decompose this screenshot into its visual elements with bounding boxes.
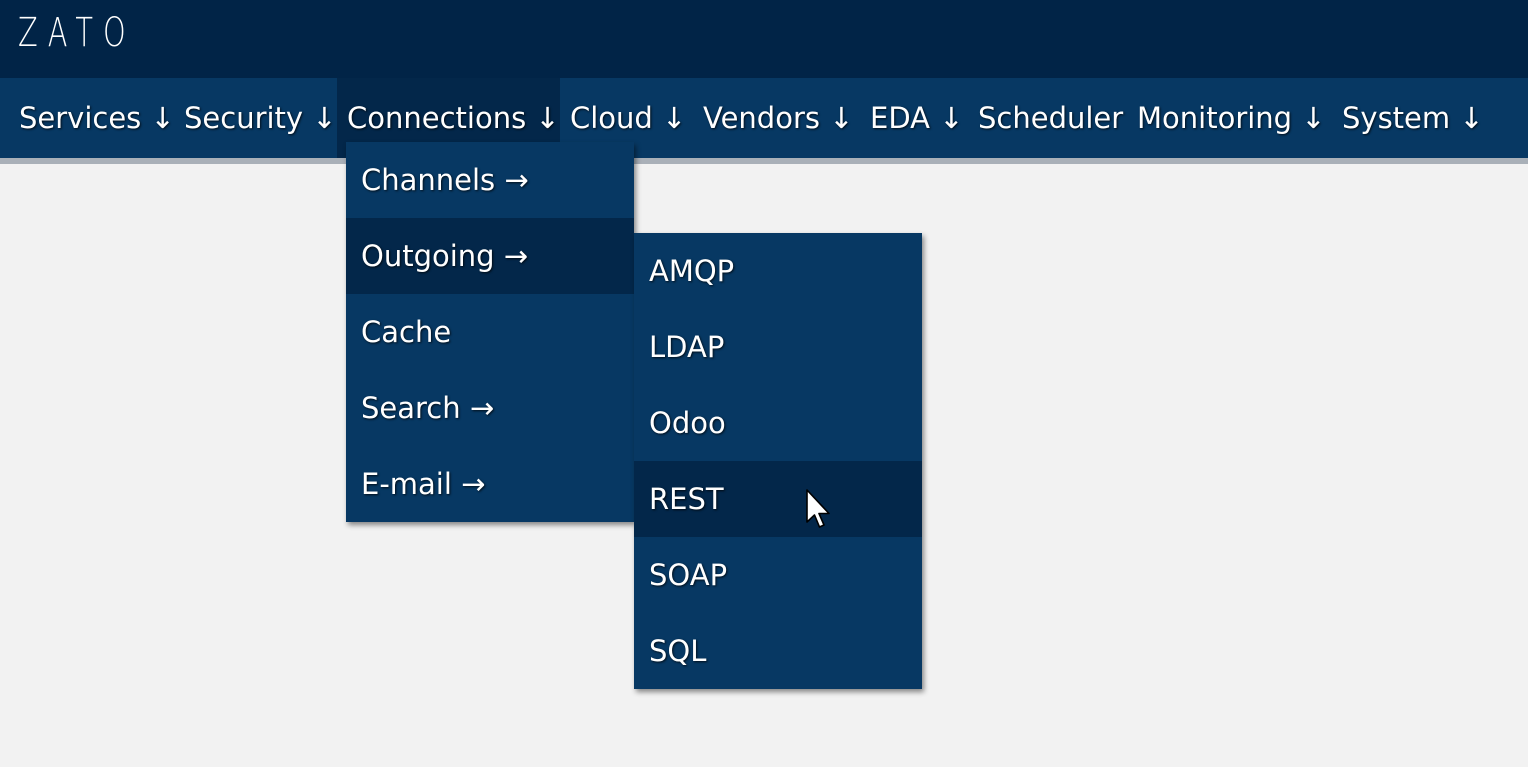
submenu-item-sql[interactable]: SQL	[649, 634, 707, 668]
submenu-item-rest[interactable]: REST	[634, 461, 922, 537]
nav-cloud[interactable]: Cloud ↓	[570, 101, 687, 135]
submenu-item-amqp[interactable]: AMQP	[649, 254, 735, 288]
top-header: ZATO	[0, 0, 1528, 78]
connections-dropdown-menu: Channels → Outgoing → Cache Search → E-m…	[346, 142, 634, 522]
menu-item-channels[interactable]: Channels →	[361, 163, 529, 197]
nav-scheduler[interactable]: Scheduler	[978, 101, 1124, 135]
main-navigation: Services ↓ Security ↓ Connections ↓ Clou…	[0, 78, 1528, 158]
menu-item-cache[interactable]: Cache	[361, 315, 452, 349]
nav-monitoring[interactable]: Monitoring ↓	[1137, 101, 1326, 135]
outgoing-submenu: AMQP LDAP Odoo REST SOAP SQL	[634, 233, 922, 689]
submenu-item-odoo[interactable]: Odoo	[649, 406, 726, 440]
menu-item-email[interactable]: E-mail →	[361, 467, 486, 501]
submenu-item-soap[interactable]: SOAP	[649, 558, 728, 592]
nav-services[interactable]: Services ↓	[19, 101, 175, 135]
nav-eda[interactable]: EDA ↓	[870, 101, 964, 135]
mouse-pointer-icon	[806, 489, 830, 528]
navbar-divider	[0, 158, 1528, 164]
submenu-item-ldap[interactable]: LDAP	[649, 330, 725, 364]
menu-item-outgoing[interactable]: Outgoing →	[346, 218, 634, 294]
nav-security[interactable]: Security ↓	[184, 101, 337, 135]
menu-item-search[interactable]: Search →	[361, 391, 495, 425]
zato-logo[interactable]: ZATO	[18, 10, 136, 56]
nav-system[interactable]: System ↓	[1342, 101, 1484, 135]
nav-vendors[interactable]: Vendors ↓	[703, 101, 854, 135]
